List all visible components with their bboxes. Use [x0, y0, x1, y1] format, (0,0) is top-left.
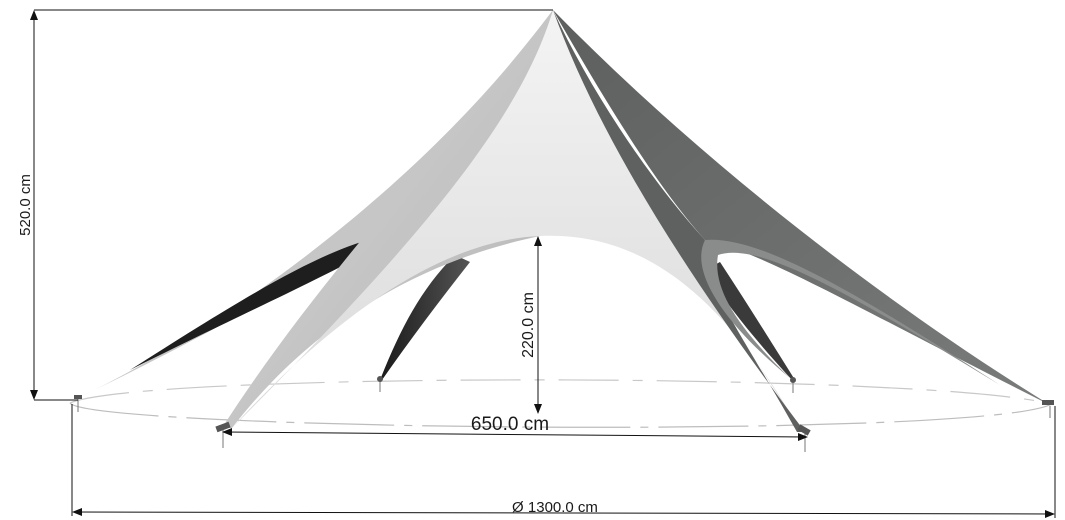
height-dimension: 520.0 cm	[17, 9, 553, 401]
entrance-height-dimension: 220.0 cm	[520, 236, 542, 414]
ground-ellipse-front	[69, 402, 1053, 428]
tent-feet	[77, 381, 1051, 452]
tent-front-right-sail	[553, 10, 805, 432]
tent-back-right-leg	[705, 262, 795, 381]
tent-front-left-sail	[222, 10, 553, 428]
entrance-height-label: 220.0 cm	[520, 292, 537, 358]
tent-front-panel	[232, 10, 800, 430]
tent-foot-clamps	[74, 376, 1054, 436]
tent-back-left-leg	[380, 255, 470, 380]
diameter-dimension: Ø 1300.0 cm	[71, 404, 1056, 518]
height-label: 520.0 cm	[17, 174, 34, 236]
ground-ellipse-back	[69, 379, 1053, 405]
diameter-label: Ø 1300.0 cm	[512, 499, 598, 516]
span-dimension: 650.0 cm	[222, 414, 808, 441]
tent-left-arch-shadow	[130, 237, 382, 370]
span-label: 650.0 cm	[471, 414, 549, 435]
